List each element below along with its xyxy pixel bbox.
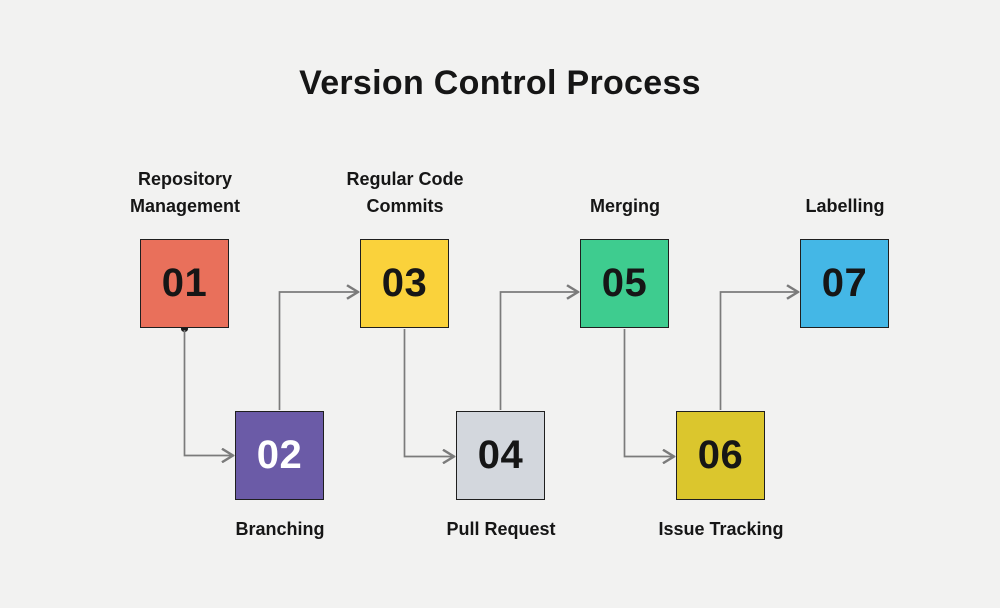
step-02-box: 02 xyxy=(235,411,324,500)
connector-06-07 xyxy=(719,292,799,410)
step-06-box: 06 xyxy=(676,411,765,500)
step-06-number: 06 xyxy=(697,433,744,477)
step-04-label: Pull Request xyxy=(446,519,556,539)
step-07-box: 07 xyxy=(800,239,889,328)
step-05-box: 05 xyxy=(580,239,669,328)
step-04-box: 04 xyxy=(456,411,545,500)
step-04-number: 04 xyxy=(477,433,524,477)
step-06-label: Issue Tracking xyxy=(658,519,784,539)
step-03-number: 03 xyxy=(381,261,428,305)
connector-02-03 xyxy=(278,292,359,410)
step-02-label: Branching xyxy=(235,519,325,539)
step-07-number: 07 xyxy=(821,261,868,305)
page-title: Version Control Process xyxy=(299,64,701,102)
step-01-label: Repository Management xyxy=(129,169,241,216)
connector-03-04 xyxy=(403,329,455,457)
step-07-label: Labelling xyxy=(805,196,885,216)
connector-04-05 xyxy=(499,292,579,410)
step-01-box: 01 xyxy=(140,239,229,328)
connector-01-02 xyxy=(183,330,234,456)
connector-05-06 xyxy=(623,329,675,457)
step-05-number: 05 xyxy=(601,261,648,305)
step-05-label: Merging xyxy=(590,196,660,216)
step-02-number: 02 xyxy=(256,433,303,477)
step-03-label: Regular Code Commits xyxy=(346,169,464,216)
step-01-number: 01 xyxy=(161,261,208,305)
step-03-box: 03 xyxy=(360,239,449,328)
